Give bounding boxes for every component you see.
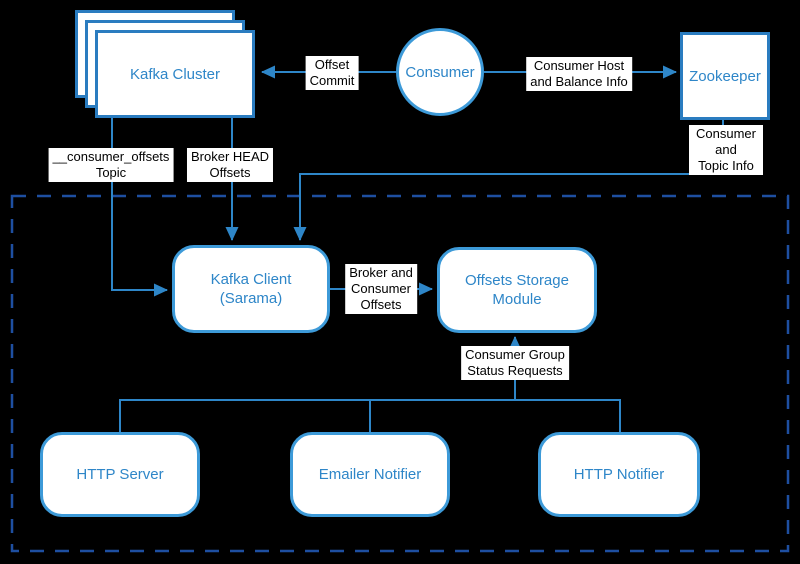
node-emailer-notifier: Emailer Notifier bbox=[290, 432, 450, 517]
node-offsets-storage: Offsets Storage Module bbox=[437, 247, 597, 333]
node-kafka-client: Kafka Client (Sarama) bbox=[172, 245, 330, 333]
kafka-cluster-box: Kafka Cluster bbox=[95, 30, 255, 118]
node-http-notifier: HTTP Notifier bbox=[538, 432, 700, 517]
edge-label-consumer-offsets-topic: __consumer_offsets Topic bbox=[48, 148, 174, 182]
edge-zookeeper-to-kafka-client bbox=[293, 120, 724, 241]
edge-label-broker-consumer-offsets: Broker and Consumer Offsets bbox=[345, 264, 417, 314]
edge-notifier-bus bbox=[119, 399, 621, 432]
edge-label-offset-commit: Offset Commit bbox=[305, 56, 359, 90]
edge-cluster-to-kafka-client-left bbox=[111, 118, 168, 297]
edge-label-consumer-topic-info: Consumer and Topic Info bbox=[689, 125, 763, 175]
edge-label-broker-head-offsets: Broker HEAD Offsets bbox=[186, 148, 274, 182]
node-zookeeper: Zookeeper bbox=[680, 32, 770, 120]
system-boundary bbox=[10, 194, 790, 553]
node-http-server: HTTP Server bbox=[40, 432, 200, 517]
node-consumer: Consumer bbox=[396, 28, 484, 116]
edge-label-consumer-host-balance: Consumer Host and Balance Info bbox=[526, 57, 632, 91]
edge-label-consumer-group-status: Consumer Group Status Requests bbox=[461, 346, 569, 380]
